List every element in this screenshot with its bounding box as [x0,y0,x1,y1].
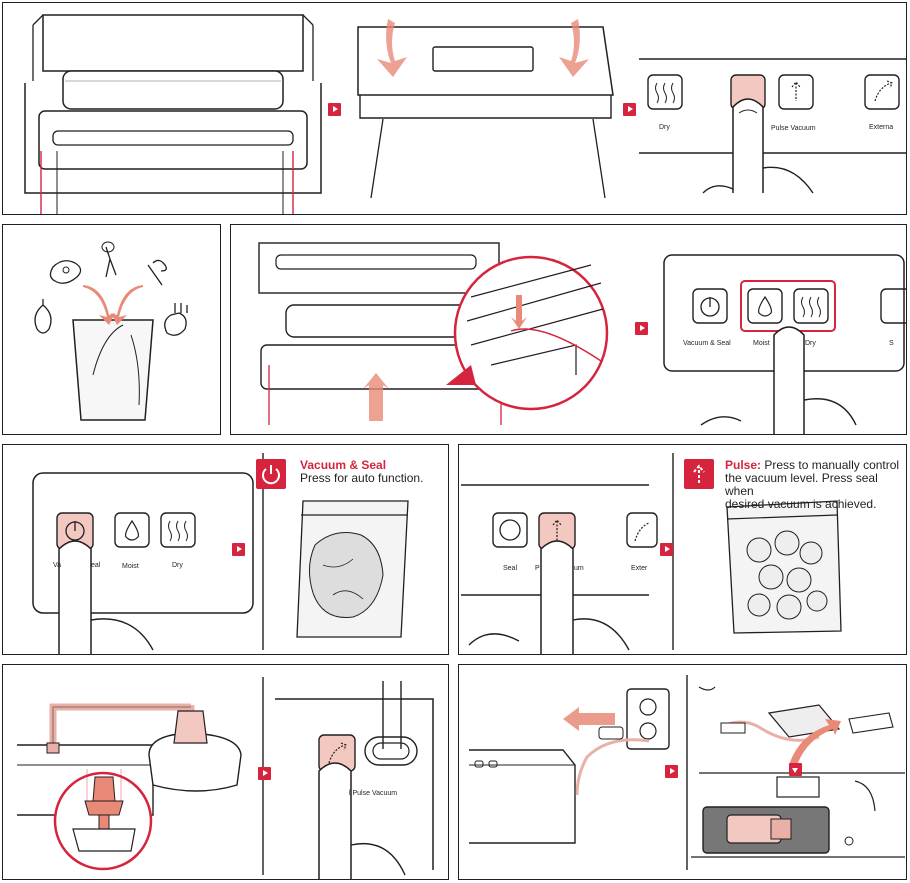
moist-button-label: Moist [122,563,139,570]
pulse-icon [684,459,714,489]
onion-icon [34,299,52,334]
vacuum-seal-description: Vacuum & Seal Press for auto function. [300,459,423,485]
pulse-description: Pulse: Press to manually control the vac… [725,459,906,511]
sealer-open-illustration [24,14,906,214]
pulse-illustration [461,453,842,654]
step-panel-open-lid: Dry Pulse Vacuum Externa [2,2,907,215]
seal-button-label: S [889,340,894,347]
step-arrow-icon [660,543,673,556]
vacuum-seal-title: Vacuum & Seal [300,458,387,472]
drumstick-icon [105,246,117,278]
pulse-text-line1: Press to manually control [764,458,900,472]
vacuum-seal-button-label-end: eal [91,562,101,569]
moist-button-label: Moist [753,340,770,347]
step-arrow-icon [328,103,341,116]
dry-button-label: Dry [659,124,670,131]
step-panel-pulse: Pulse: Press to manually control the vac… [458,444,907,655]
mushroom-icon [164,303,188,336]
pulse-title: Pulse: [725,458,762,472]
place-bag-illustration [258,242,906,434]
external-button-label: Externa [869,124,894,131]
pulse-vacuum-button-label: Pulse Vacuum [771,125,816,132]
step-arrow-icon [258,767,271,780]
dry-button-label: Dry [805,340,816,347]
pulse-vacuum-button-label-end: um [574,565,584,572]
step-panel-power-cord [458,664,907,880]
step-arrow-icon [635,322,648,335]
pulse-vacuum-button-label: l Pulse Vacuum [349,790,398,797]
step-panel-fill-bag [2,224,221,435]
step-arrow-icon [232,543,245,556]
vacuum-seal-button-label: Vacuum & Seal [683,340,731,347]
step-panel-place-bag: Vacuum & Seal Moist Dry S [230,224,907,435]
external-canister-illustration [17,677,434,879]
step-arrow-icon [665,765,678,778]
vacuum-bag-icon [72,319,154,421]
meat-icon [49,260,82,284]
step-arrow-down-icon [789,763,802,776]
step-panel-external-canister: l Pulse Vacuum [2,664,449,880]
dry-button-label: Dry [172,562,183,569]
power-icon [256,459,286,489]
pulse-text-line3: desired vacuum is achieved. [725,497,877,511]
pulse-text-line2: the vacuum level. Press seal when [725,471,878,498]
carrot-icon [147,259,167,286]
step-panel-vacuum-seal: Vacuum & Seal Press for auto function. V… [2,444,449,655]
vacuum-seal-button-label: Va [53,562,62,569]
pulse-vacuum-button-label: P [535,565,540,572]
external-button-label: Exter [631,565,648,572]
step-arrow-icon [623,103,636,116]
vacuum-seal-text: Press for auto function. [300,471,424,485]
seal-button-label: Seal [503,565,518,572]
power-cord-illustration [469,675,905,870]
food-bag-illustration [34,241,188,421]
vacuum-seal-illustration [32,453,409,654]
